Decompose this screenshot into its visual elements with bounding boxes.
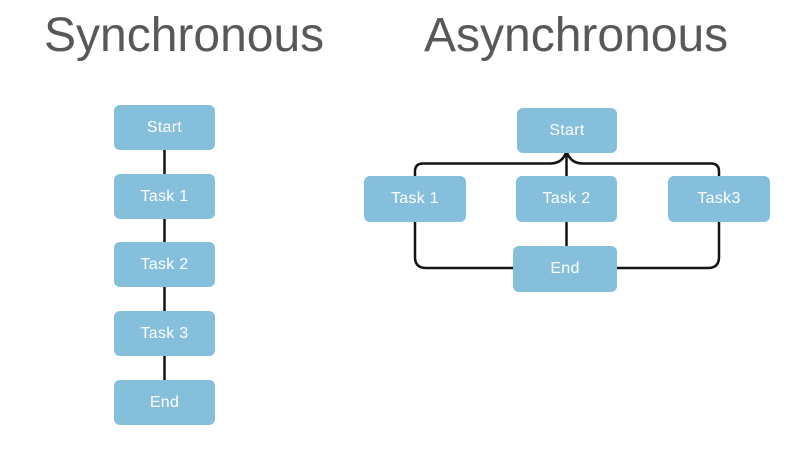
async-node-task2: Task 2	[516, 176, 617, 222]
async-node-task1: Task 1	[364, 176, 466, 222]
sync-node-task3: Task 3	[114, 311, 215, 356]
async-node-start: Start	[517, 108, 617, 153]
sync-node-start: Start	[114, 105, 215, 150]
async-merge-left-line	[413, 216, 518, 270]
asynchronous-title: Asynchronous	[424, 9, 729, 62]
async-node-task3: Task3	[668, 176, 770, 222]
sync-node-task1: Task 1	[114, 174, 215, 219]
sync-node-task2: Task 2	[114, 242, 215, 287]
async-merge-right-line	[614, 216, 721, 270]
synchronous-title: Synchronous	[44, 9, 325, 62]
async-node-end: End	[513, 246, 617, 292]
sync-node-end: End	[114, 380, 215, 425]
async-branch-left-line	[413, 149, 568, 182]
async-branch-right-line	[565, 149, 721, 182]
